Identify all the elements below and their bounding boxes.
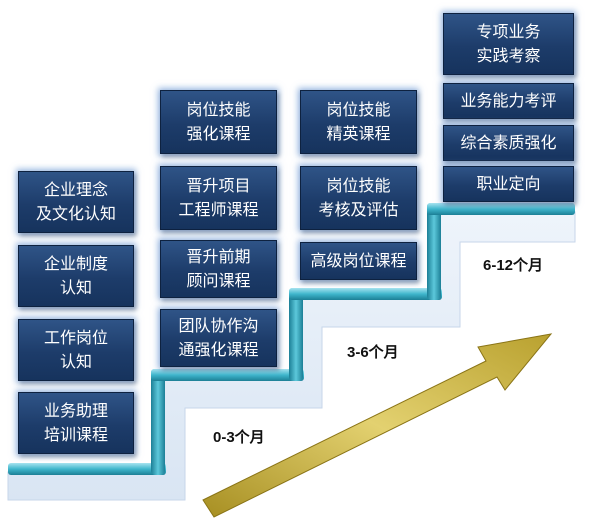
course-skill-strengthening: 岗位技能 强化课程: [160, 90, 277, 154]
course-skill-assessment: 岗位技能 考核及评估: [300, 166, 417, 230]
step-riser-3: [427, 203, 441, 300]
period-label-0-3: 0-3个月: [213, 429, 265, 446]
period-label-3-6: 3-6个月: [347, 344, 399, 361]
course-ability-evaluation: 业务能力考评: [443, 83, 574, 119]
course-career-orientation: 职业定向: [443, 166, 574, 202]
course-job-position: 工作岗位 认知: [18, 319, 134, 381]
course-promotion-consultant: 晋升前期 顾问课程: [160, 240, 277, 298]
period-label-6-12: 6-12个月: [483, 257, 544, 274]
course-skill-elite: 岗位技能 精英课程: [300, 90, 417, 154]
course-teamwork: 团队协作沟 通强化课程: [160, 309, 277, 367]
course-senior-position: 高级岗位课程: [300, 242, 417, 280]
step-riser-2: [289, 288, 303, 381]
course-promotion-engineer: 晋升项目 工程师课程: [160, 166, 277, 230]
growth-arrow: [202, 333, 553, 518]
step-tread-4: [427, 203, 575, 215]
step-tread-2: [151, 369, 304, 381]
step-tread-3: [289, 288, 442, 300]
step-riser-1: [151, 369, 165, 475]
step-tread-1: [8, 463, 166, 475]
course-company-policy: 企业制度 认知: [18, 245, 134, 307]
course-field-practice: 专项业务 实践考察: [443, 13, 574, 75]
course-corporate-culture: 企业理念 及文化认知: [18, 171, 134, 233]
staircase-steps: [8, 203, 575, 475]
course-business-assistant: 业务助理 培训课程: [18, 392, 134, 454]
course-quality-strengthening: 综合素质强化: [443, 125, 574, 161]
